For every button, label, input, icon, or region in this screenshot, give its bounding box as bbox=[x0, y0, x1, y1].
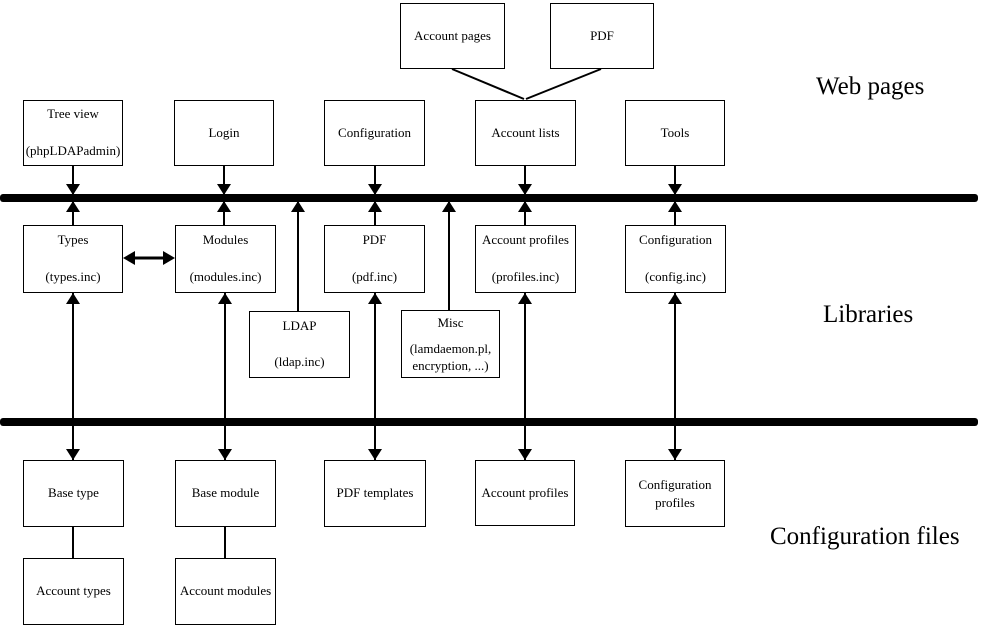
node-sublabel: (profiles.inc) bbox=[491, 268, 560, 284]
node-label: Tools bbox=[660, 124, 690, 140]
node-sublabel: (phpLDAPadmin) bbox=[25, 142, 121, 158]
node-label: PDF bbox=[590, 27, 614, 43]
node-configuration-lib: Configuration (config.inc) bbox=[625, 225, 726, 293]
node-account-profiles-config: Account profiles bbox=[475, 460, 575, 526]
node-account-modules: Account modules bbox=[175, 558, 276, 625]
node-tools: Tools bbox=[625, 100, 725, 166]
node-pdf-lib: PDF (pdf.inc) bbox=[324, 225, 425, 293]
node-sublabel: (lamdaemon.pl,encryption, ...) bbox=[410, 341, 492, 375]
node-sublabel: (pdf.inc) bbox=[351, 268, 398, 284]
node-account-types: Account types bbox=[23, 558, 124, 625]
config-profiles-line1: Configuration bbox=[638, 476, 712, 492]
node-pdf-page: PDF bbox=[550, 3, 654, 69]
node-label: Account lists bbox=[491, 124, 560, 140]
web-bus-arrowheads bbox=[66, 184, 682, 212]
misc-line3: encryption, ...) bbox=[412, 358, 489, 374]
node-configuration-profiles: Configuration profiles bbox=[625, 460, 725, 527]
node-misc-lib: Misc (lamdaemon.pl,encryption, ...) bbox=[401, 310, 500, 378]
node-label: PDF bbox=[362, 232, 387, 248]
section-label-configuration-files: Configuration files bbox=[770, 523, 960, 550]
node-label: Base type bbox=[48, 485, 99, 501]
section-label-web-pages: Web pages bbox=[816, 73, 925, 100]
node-account-lists: Account lists bbox=[475, 100, 576, 166]
node-label: Account types bbox=[36, 583, 111, 599]
node-label: Configuration bbox=[338, 124, 411, 140]
node-tree-view: Tree view (phpLDAPadmin) bbox=[23, 100, 123, 166]
node-label: PDF templates bbox=[336, 485, 414, 501]
node-pdf-templates: PDF templates bbox=[324, 460, 426, 527]
node-login: Login bbox=[174, 100, 274, 166]
node-label: Account profiles bbox=[481, 484, 569, 500]
node-label: LDAP bbox=[282, 317, 317, 333]
node-label: Tree view bbox=[47, 106, 99, 122]
misc-line2: (lamdaemon.pl, bbox=[409, 341, 492, 357]
node-label: Misc bbox=[437, 315, 464, 330]
node-label: Modules bbox=[202, 232, 249, 248]
node-sublabel: (ldap.inc) bbox=[274, 354, 325, 370]
top-diagonal-lines bbox=[451, 68, 602, 100]
node-configuration-page: Configuration bbox=[324, 100, 425, 166]
config-profiles-line2: profiles bbox=[655, 494, 695, 510]
types-modules-double-arrow bbox=[123, 251, 175, 265]
node-label: Configuration bbox=[639, 232, 712, 248]
section-label-libraries: Libraries bbox=[823, 301, 914, 328]
base-to-account-connector-lines bbox=[72, 527, 226, 558]
node-label: Types bbox=[57, 232, 89, 248]
node-label: Login bbox=[208, 124, 240, 140]
node-sublabel: (config.inc) bbox=[644, 268, 706, 284]
node-base-module: Base module bbox=[175, 460, 276, 527]
node-label: Configuration profiles bbox=[639, 476, 712, 511]
node-base-type: Base type bbox=[23, 460, 124, 527]
library-config-connector-lines bbox=[72, 293, 676, 460]
node-account-profiles-lib: Account profiles (profiles.inc) bbox=[475, 225, 576, 293]
node-label: Base module bbox=[191, 485, 260, 501]
node-account-pages: Account pages bbox=[400, 3, 505, 69]
node-label: Account profiles bbox=[481, 232, 569, 248]
node-sublabel: (types.inc) bbox=[45, 268, 101, 284]
layer-bus-lines bbox=[0, 194, 978, 426]
node-sublabel: (modules.inc) bbox=[189, 268, 262, 284]
node-ldap-lib: LDAP (ldap.inc) bbox=[249, 311, 350, 378]
node-types-lib: Types (types.inc) bbox=[23, 225, 123, 293]
library-config-arrowheads bbox=[66, 293, 682, 460]
node-label: Account pages bbox=[414, 27, 491, 43]
node-modules-lib: Modules (modules.inc) bbox=[175, 225, 276, 293]
ldap-misc-connector-lines bbox=[297, 201, 450, 311]
node-label: Account modules bbox=[179, 583, 272, 599]
